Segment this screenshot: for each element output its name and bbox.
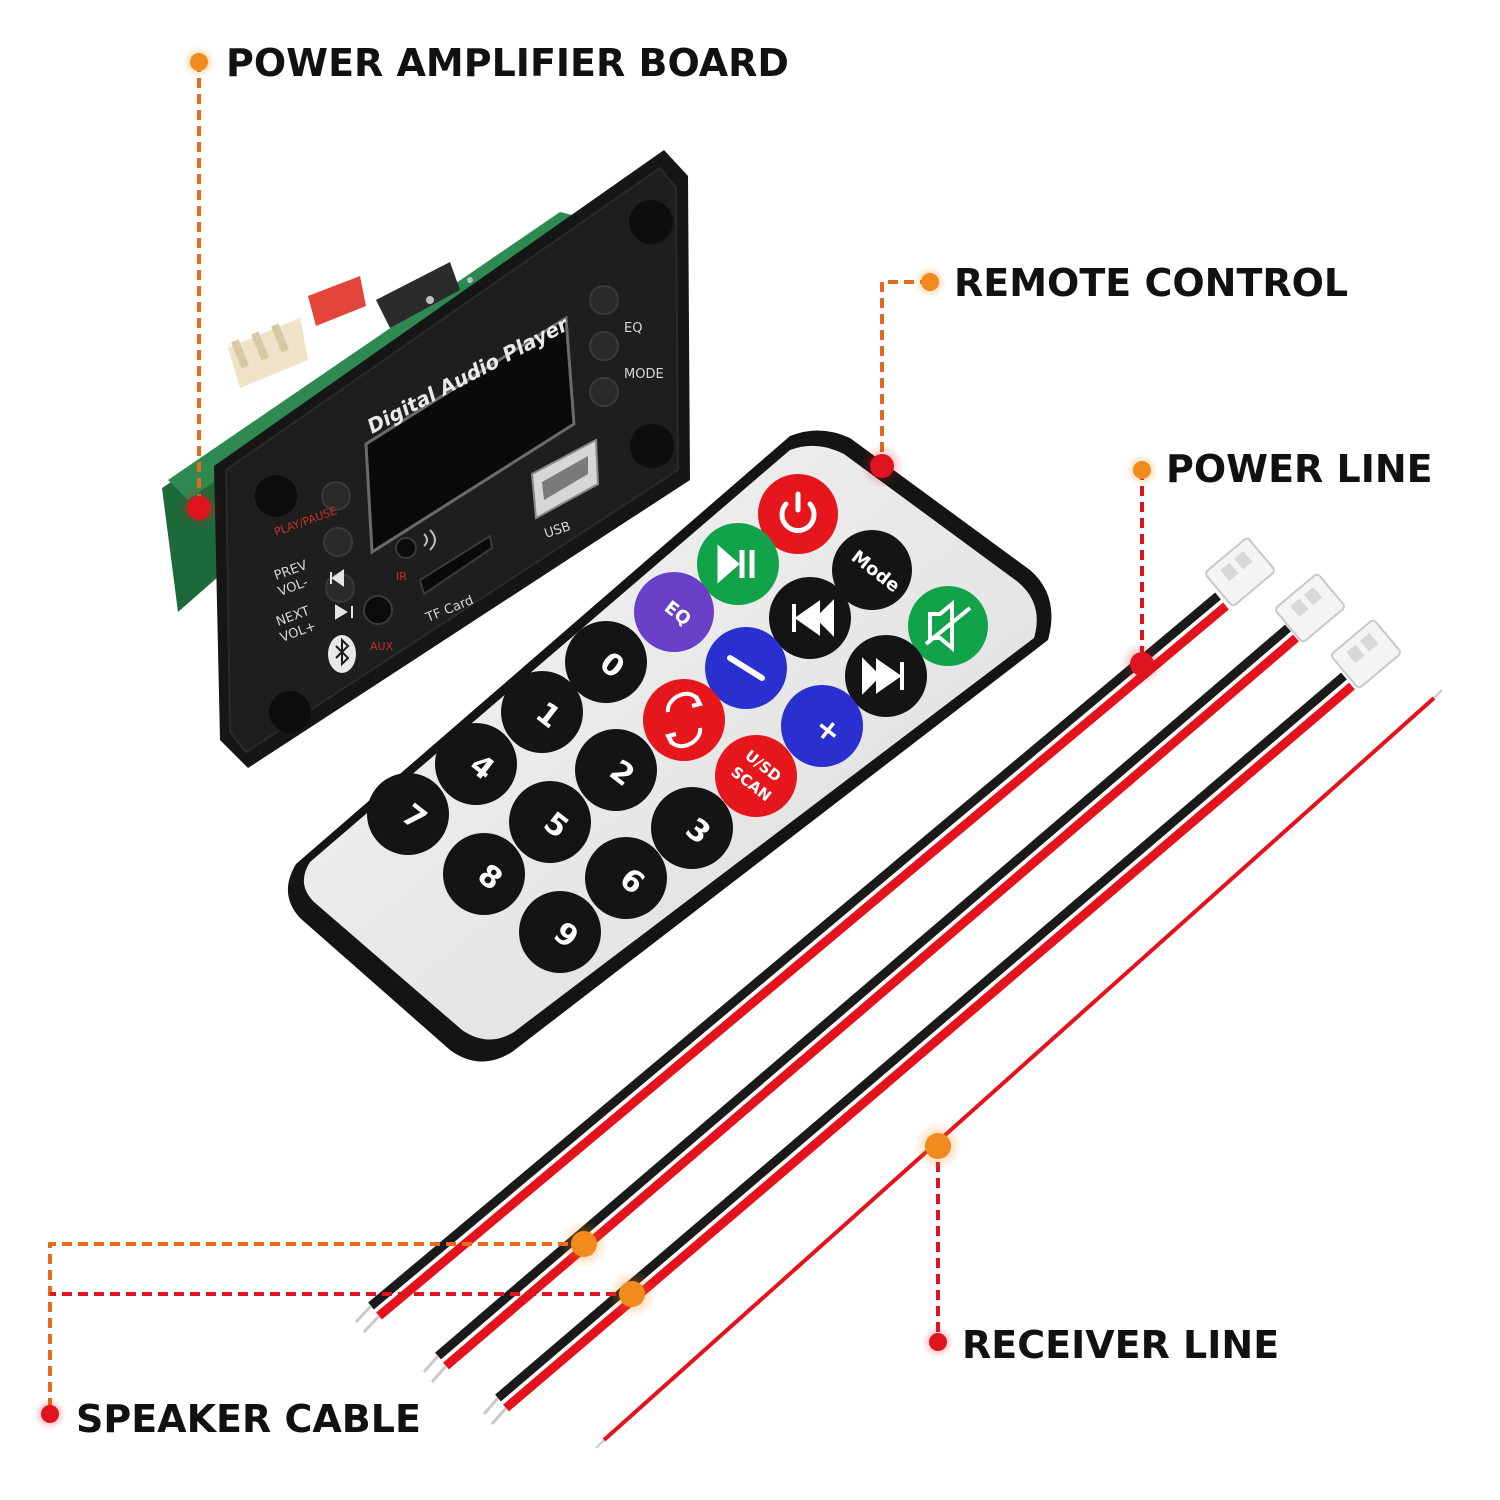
board-button-play[interactable]: [321, 481, 351, 511]
remote-button-minus[interactable]: –: [705, 627, 787, 709]
remote-button-0[interactable]: 0: [565, 621, 647, 703]
play-pause-icon: [717, 544, 755, 584]
remote-digit-buttons: 0 1 2 3 4 5 6 7 8 9: [367, 621, 733, 973]
remote-button-repeat[interactable]: [643, 679, 725, 761]
remote-button-7[interactable]: 7: [367, 773, 449, 855]
remote-control: Mode EQ – +: [287, 430, 1052, 1062]
minus-icon: [727, 655, 765, 681]
receiver-line-cable: [595, 689, 1443, 1449]
remote-button-9[interactable]: 9: [519, 891, 601, 973]
jst-plug-1: [1205, 537, 1275, 607]
remote-button-usd-scan[interactable]: U/SD SCAN: [715, 735, 797, 817]
power-icon: [779, 491, 817, 534]
remote-button-mode[interactable]: Mode: [832, 530, 912, 610]
mute-icon: [924, 599, 972, 653]
amplifier-board: Digital Audio Player EQ MODE USB PLAY/PA…: [162, 150, 690, 768]
jst-plug-2: [1275, 573, 1345, 643]
next-icon: [862, 657, 904, 695]
aux-jack: [363, 595, 393, 625]
board-label-ir: IR: [396, 570, 407, 583]
board-label-eq: EQ: [624, 321, 642, 336]
remote-button-8[interactable]: 8: [443, 833, 525, 915]
repeat-icon: [665, 691, 703, 749]
remote-button-6[interactable]: 6: [585, 837, 667, 919]
callout-remote-control: REMOTE CONTROL: [954, 261, 1348, 305]
callout-receiver-line: RECEIVER LINE: [962, 1323, 1279, 1367]
remote-button-play-pause[interactable]: [697, 523, 779, 605]
jst-plug-3: [1331, 619, 1401, 689]
speaker-cable-1: [354, 537, 1275, 1334]
board-button-mode[interactable]: [589, 377, 619, 407]
remote-button-plus[interactable]: +: [781, 685, 863, 767]
markers: [34, 46, 1164, 1430]
display-window: [364, 315, 576, 555]
jst-connector: [228, 318, 308, 388]
remote-button-5[interactable]: 5: [509, 781, 591, 863]
remote-button-2[interactable]: 2: [575, 729, 657, 811]
callout-power-line: POWER LINE: [1166, 447, 1433, 491]
ir-receiver: [395, 537, 417, 559]
remote-button-3[interactable]: 3: [651, 787, 733, 869]
remote-button-mute[interactable]: [908, 586, 988, 666]
remote-button-previous[interactable]: [769, 577, 851, 659]
board-label-mode: MODE: [624, 367, 664, 382]
remote-button-power[interactable]: [758, 474, 838, 554]
board-button-prev[interactable]: [323, 527, 353, 557]
remote-button-next[interactable]: [845, 635, 927, 717]
red-connector: [308, 276, 366, 326]
board-button-eq[interactable]: [589, 331, 619, 361]
board-button-top[interactable]: [589, 285, 619, 315]
display-ribbon: [376, 262, 460, 328]
remote-button-4[interactable]: 4: [435, 723, 517, 805]
board-prev-icon: [330, 569, 344, 587]
previous-icon: [792, 599, 834, 637]
callout-power-amplifier-board: POWER AMPLIFIER BOARD: [226, 41, 789, 85]
callout-speaker-cable: SPEAKER CABLE: [76, 1397, 421, 1441]
board-label-aux: AUX: [370, 640, 394, 653]
tf-card-slot: [418, 534, 494, 596]
remote-button-eq[interactable]: EQ: [634, 572, 714, 652]
board-next-icon: [335, 604, 353, 620]
remote-button-1[interactable]: 1: [501, 671, 583, 753]
